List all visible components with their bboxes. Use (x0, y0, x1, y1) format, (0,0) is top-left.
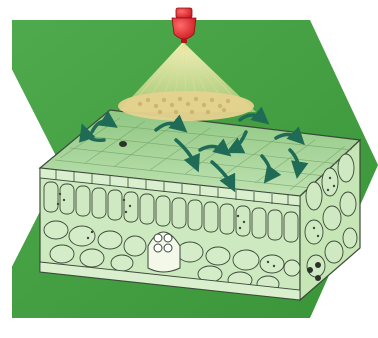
spray-droplet-deposit (118, 91, 254, 121)
